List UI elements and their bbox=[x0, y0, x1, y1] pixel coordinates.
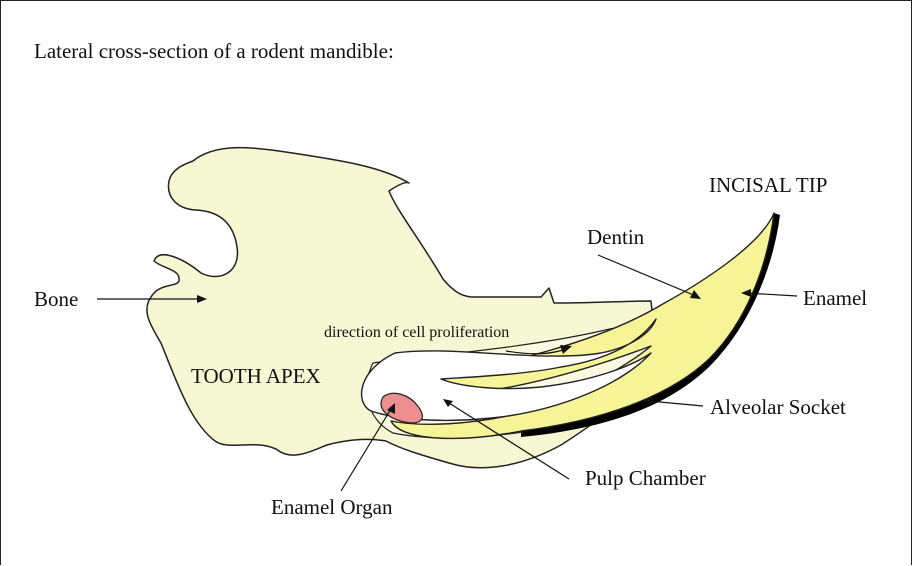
dentin-leader bbox=[598, 255, 696, 296]
incisal-tip-label: INCISAL TIP bbox=[709, 175, 827, 196]
pulp-chamber-label: Pulp Chamber bbox=[585, 468, 706, 489]
dentin-label: Dentin bbox=[587, 227, 644, 248]
enamel-organ-label: Enamel Organ bbox=[271, 497, 393, 518]
bone-label: Bone bbox=[34, 289, 78, 310]
alveolar-leader bbox=[649, 401, 703, 406]
direction-label: direction of cell proliferation bbox=[324, 325, 509, 341]
alveolar-socket-label: Alveolar Socket bbox=[710, 397, 846, 418]
diagram-title: Lateral cross-section of a rodent mandib… bbox=[34, 41, 394, 62]
tooth-apex-label: TOOTH APEX bbox=[191, 366, 321, 387]
enamel-label: Enamel bbox=[803, 288, 867, 309]
